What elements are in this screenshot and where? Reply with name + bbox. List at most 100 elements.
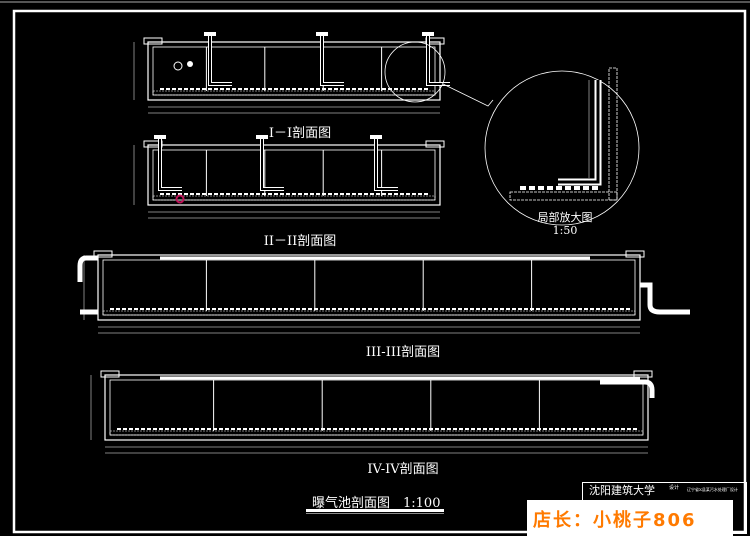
section-4-diffuser <box>555 428 559 430</box>
section-3-diffuser <box>164 308 168 310</box>
section-4-diffuser <box>117 428 121 430</box>
section-2-air-pipe-inner <box>375 139 398 190</box>
section-4-diffuser <box>453 428 457 430</box>
section-3-diffuser <box>308 308 312 310</box>
section-1-diffuser <box>316 88 320 90</box>
section-4-diffuser <box>303 428 307 430</box>
section-2-diffuser <box>190 193 194 195</box>
section-4-diffuser <box>507 428 511 430</box>
section-2-diffuser <box>166 193 170 195</box>
detail-diffuser <box>556 186 562 190</box>
section-1-diffuser <box>196 88 200 90</box>
detail-diffuser <box>565 186 571 190</box>
section-4-diffuser <box>465 428 469 430</box>
section-4-diffuser <box>255 428 259 430</box>
section-1-floor-hatch <box>152 90 436 96</box>
section-2-diffuser <box>424 193 428 195</box>
section-4-diffuser <box>429 428 433 430</box>
section-3-diffuser <box>542 308 546 310</box>
section-2-diffuser <box>310 193 314 195</box>
section-4-diffuser <box>603 428 607 430</box>
section-4-diffuser <box>213 428 217 430</box>
section-4-diffuser <box>435 428 439 430</box>
section-3-diffuser <box>392 308 396 310</box>
section-3-diffuser <box>218 308 222 310</box>
section-4-diffuser <box>537 428 541 430</box>
detail-diffuser <box>529 186 535 190</box>
section-3-diffuser <box>374 308 378 310</box>
section-2-diffuser <box>292 193 296 195</box>
section-4-diffuser <box>123 428 127 430</box>
section-1-diffuser <box>370 88 374 90</box>
detail-label: 局部放大图 <box>537 211 593 224</box>
section-4-diffuser <box>615 428 619 430</box>
section-3-diffuser <box>188 308 192 310</box>
outlet-pipe <box>640 282 690 315</box>
detail-diffuser <box>520 186 526 190</box>
section-4-diffuser <box>189 428 193 430</box>
section-3-diffuser <box>452 308 456 310</box>
section-3-diffuser <box>134 308 138 310</box>
section-1-diffuser <box>262 88 266 90</box>
section-1-diffuser <box>322 88 326 90</box>
section-3-diffuser <box>128 308 132 310</box>
section-4-diffuser <box>285 428 289 430</box>
section-label-4: IV-IV剖面图 <box>367 462 439 477</box>
section-4-diffuser <box>363 428 367 430</box>
section-4-diffuser <box>207 428 211 430</box>
section-2-diffuser <box>352 193 356 195</box>
section-2-diffuser <box>334 193 338 195</box>
section-2-diffuser <box>406 193 410 195</box>
section-2-diffuser <box>238 193 242 195</box>
section-2-diffuser <box>358 193 362 195</box>
marker-point <box>175 194 185 204</box>
section-4-diffuser <box>129 428 133 430</box>
section-4-diffuser <box>489 428 493 430</box>
section-4-diffuser <box>279 428 283 430</box>
section-2-diffuser <box>268 193 272 195</box>
section-3-diffuser <box>248 308 252 310</box>
section-3-diffuser <box>272 308 276 310</box>
section-3-diffuser <box>560 308 564 310</box>
section-3-diffuser <box>296 308 300 310</box>
section-3-diffuser <box>284 308 288 310</box>
section-3-diffuser <box>584 308 588 310</box>
detail-diffuser <box>592 186 598 190</box>
section-3-diffuser <box>356 308 360 310</box>
section-4-diffuser <box>339 428 343 430</box>
section-3-diffuser <box>554 308 558 310</box>
section-4-diffuser <box>621 428 625 430</box>
section-1-diffuser <box>334 88 338 90</box>
school-name: 沈阳建筑大学 <box>589 484 655 497</box>
section-3-diffuser <box>620 308 624 310</box>
section-3-diffuser <box>626 308 630 310</box>
section-3-diffuser <box>332 308 336 310</box>
leader-line <box>442 83 494 107</box>
section-4-diffuser <box>393 428 397 430</box>
section-3-tank-outline <box>97 254 641 321</box>
section-3-diffuser <box>434 308 438 310</box>
section-3-diffuser <box>170 308 174 310</box>
section-3-diffuser <box>344 308 348 310</box>
section-3-diffuser <box>122 308 126 310</box>
section-1-diffuser <box>346 88 350 90</box>
section-2-air-pipe <box>158 139 182 191</box>
section-2-wall-cap <box>425 140 445 148</box>
section-4-diffuser <box>237 428 241 430</box>
section-4-diffuser <box>165 428 169 430</box>
section-label-2: II－II剖面图 <box>263 234 337 249</box>
detail-scale: 1:50 <box>552 224 578 237</box>
section-3-diffuser <box>512 308 516 310</box>
section-1-diffuser <box>298 88 302 90</box>
section-4-diffuser <box>459 428 463 430</box>
section-1-air-pipe-inner <box>427 36 450 85</box>
section-4-diffuser <box>225 428 229 430</box>
section-3-diffuser <box>470 308 474 310</box>
section-2-diffuser <box>298 193 302 195</box>
section-3-diffuser <box>326 308 330 310</box>
section-3-wall-cap <box>93 250 113 258</box>
section-1-air-pipe-inner <box>209 36 232 85</box>
section-4-diffuser <box>249 428 253 430</box>
section-1-pipe-flange <box>422 32 434 36</box>
section-2-diffuser <box>160 193 164 195</box>
